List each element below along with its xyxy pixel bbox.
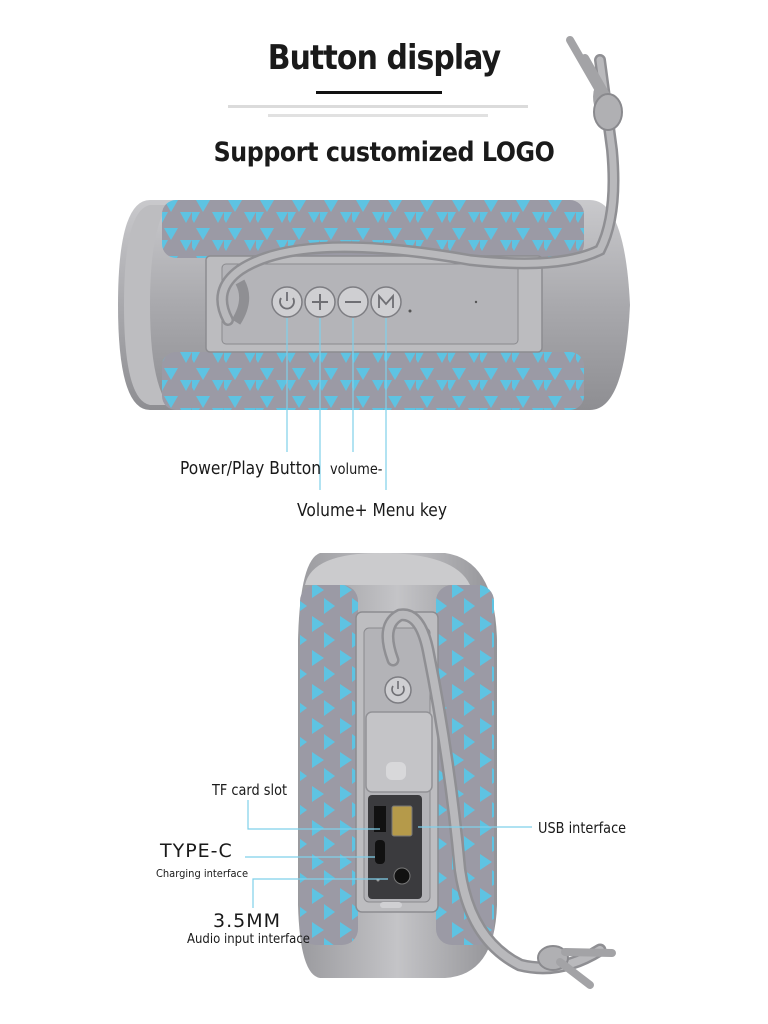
label-power-play-button: Power/Play Button	[180, 458, 322, 479]
bottom-leader-lines	[245, 800, 532, 908]
top-leader-lines	[286, 318, 387, 490]
volume-plus-button-icon	[304, 286, 336, 318]
power-play-button-icon	[271, 286, 303, 318]
bottom-speaker	[245, 553, 616, 989]
power-button-icon	[384, 676, 412, 704]
lanyard-strap-bottom-icon	[381, 608, 616, 989]
faint-watermark-lines	[228, 105, 528, 117]
fabric-band-top	[162, 200, 584, 258]
label-volume-plus-menu-key: Volume+ Menu key	[297, 500, 447, 521]
label-usb-interface: USB interface	[538, 819, 627, 837]
page-subtitle: Support customized LOGO	[213, 137, 555, 168]
port-cover	[365, 711, 433, 793]
title-underline	[316, 91, 442, 94]
lanyard-strap-icon	[216, 36, 623, 326]
page-title: Button display	[267, 38, 501, 78]
label-volume-minus: volume-	[330, 460, 383, 478]
menu-key-button-icon	[370, 286, 402, 318]
tf-card-slot-icon	[374, 806, 386, 832]
volume-minus-button-icon	[337, 286, 369, 318]
label-type-c: TYPE-C	[160, 840, 233, 862]
label-tf-card-slot: TF card slot	[212, 781, 288, 799]
fabric-band-right	[436, 585, 494, 945]
label-3-5mm: 3.5MM	[213, 910, 282, 932]
fabric-band-left	[300, 585, 358, 945]
type-c-port-icon	[375, 840, 385, 864]
label-audio-input-interface: Audio input interface	[187, 932, 310, 947]
usb-port-icon	[391, 805, 413, 837]
aux-jack-icon	[393, 867, 411, 885]
label-charging-interface: Charging interface	[156, 867, 249, 880]
top-speaker	[118, 36, 630, 490]
fabric-band-bottom	[162, 352, 584, 410]
